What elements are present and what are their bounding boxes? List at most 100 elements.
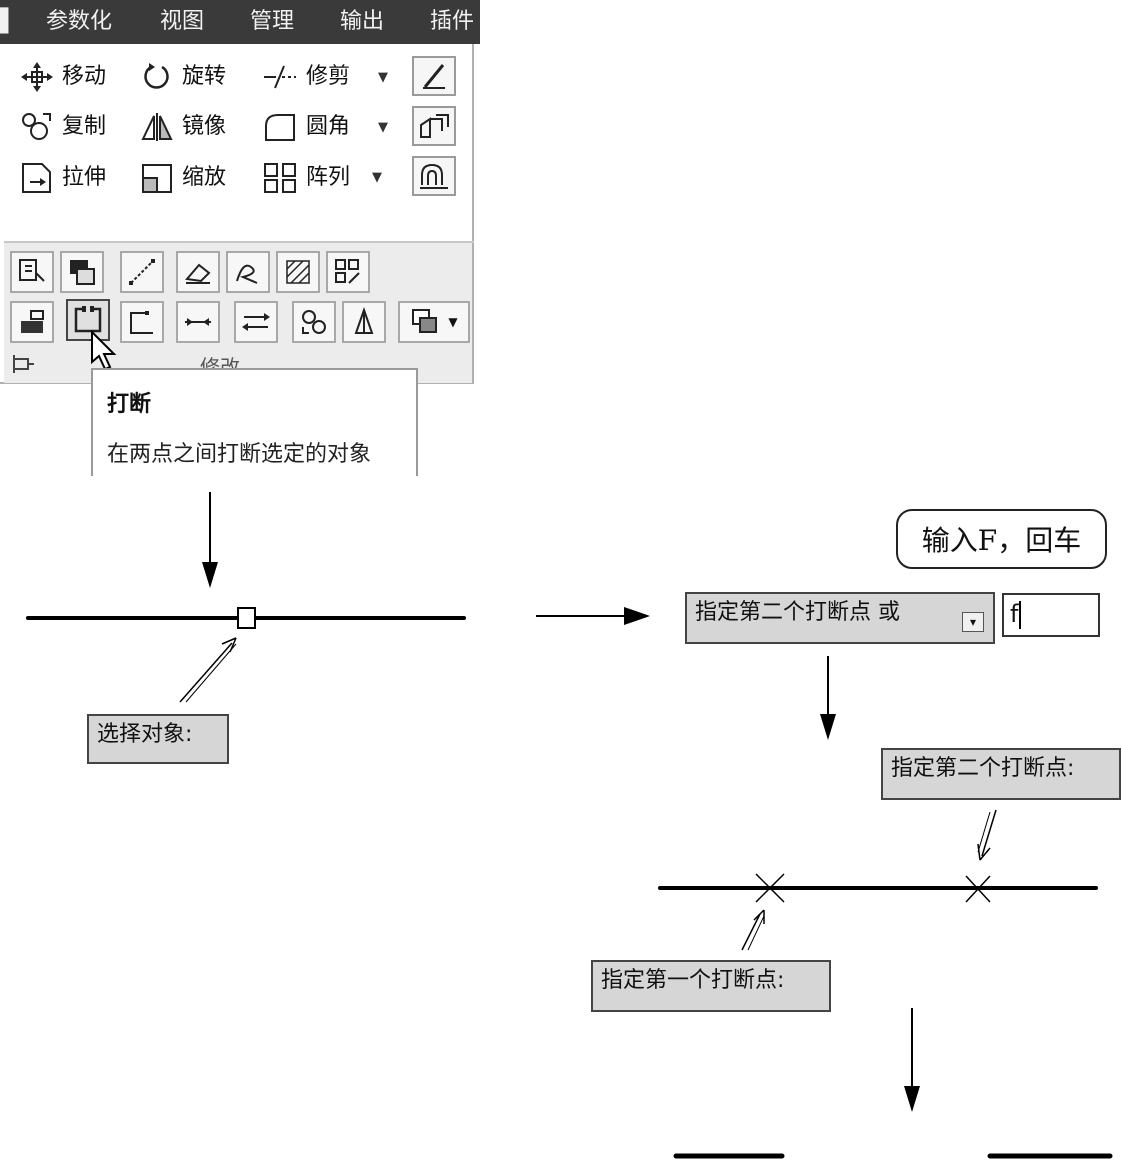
ribbon-tab-view[interactable]: 视图 — [160, 9, 205, 34]
array-dropdown-icon[interactable]: ▼ — [372, 170, 382, 185]
copy-to-layer-tool[interactable] — [60, 251, 104, 293]
copy-icon — [22, 113, 51, 140]
overlap-icon — [412, 309, 438, 333]
move-icon — [21, 62, 53, 92]
fillet-dropdown-icon[interactable]: ▼ — [378, 120, 388, 135]
arrow-right — [536, 607, 650, 625]
ribbon-tab-partial[interactable]: ▌ — [0, 9, 17, 34]
explode-button[interactable] — [412, 106, 456, 146]
offset-button[interactable] — [412, 156, 456, 196]
rotate-icon — [144, 63, 169, 89]
fillet-button[interactable]: 圆角 — [262, 112, 350, 142]
reverse-icon — [242, 313, 270, 331]
align-icon — [21, 310, 44, 333]
mirror-button[interactable]: 镜像 — [140, 112, 226, 142]
array-icon — [264, 163, 296, 193]
arrow-down-1 — [202, 492, 218, 588]
first-break-point-mark — [755, 873, 785, 903]
pick-box — [237, 607, 256, 629]
move-label: 移动 — [62, 64, 107, 89]
overlap-tool[interactable]: ▼ — [398, 301, 470, 343]
taper-icon — [354, 307, 374, 334]
taper-tool[interactable] — [342, 301, 386, 343]
arrow-to-first-point — [741, 909, 765, 951]
copy-button[interactable]: 复制 — [20, 112, 106, 142]
eraser-icon — [423, 64, 445, 89]
first-point-prompt: 指定第一个打断点: — [591, 960, 831, 1012]
modify-panel-expanded: ▼ 修改 — [4, 243, 472, 383]
stretch-icon — [22, 163, 51, 193]
ribbon-tab-bar: ▌ 参数化 视图 管理 输出 插件 — [0, 0, 480, 44]
scale-button[interactable]: 缩放 — [140, 162, 226, 194]
mirror-icon — [141, 113, 173, 141]
reverse-tool[interactable] — [234, 301, 278, 343]
edit-array-tool[interactable] — [326, 251, 370, 293]
trim-icon — [264, 65, 296, 89]
copy-label: 复制 — [62, 114, 107, 139]
break-tooltip: 打断 在两点之间打断选定的对象 — [91, 368, 418, 476]
align-tool[interactable] — [10, 301, 54, 343]
arrow-to-second-point — [977, 809, 997, 861]
array-label: 阵列 — [306, 165, 351, 190]
draw-order-tool[interactable] — [10, 251, 54, 293]
trim-dropdown-icon[interactable]: ▼ — [378, 70, 388, 85]
arrow-down-2 — [820, 656, 836, 740]
lengthen-tool[interactable] — [120, 251, 164, 293]
join-icon — [185, 318, 211, 326]
second-point-or-text: 指定第二个打断点 或 — [695, 600, 900, 625]
join-tool[interactable] — [176, 301, 220, 343]
mirror-label: 镜像 — [182, 114, 227, 139]
erase-button[interactable] — [412, 56, 456, 96]
lengthen-icon — [129, 259, 155, 285]
break-icon — [74, 306, 102, 333]
break-tool[interactable] — [66, 299, 110, 341]
move-button[interactable]: 移动 — [20, 62, 106, 92]
array-edit-icon — [335, 259, 360, 284]
trim-label: 修剪 — [306, 64, 351, 89]
hatch-edit-icon — [286, 260, 310, 284]
ribbon-tab-output[interactable]: 输出 — [340, 9, 385, 34]
polyline-edit-icon — [236, 264, 258, 284]
fillet-icon — [265, 114, 295, 141]
panel-divider — [4, 241, 474, 243]
fillet-label: 圆角 — [306, 114, 351, 139]
eraser-pen-icon — [185, 263, 211, 284]
overlap-dropdown-icon[interactable]: ▼ — [448, 315, 458, 329]
ribbon-tab-plugins[interactable]: 插件 — [430, 9, 475, 34]
second-break-point-mark — [965, 875, 991, 903]
copy-nested-tool[interactable] — [292, 301, 336, 343]
explode-icon — [420, 114, 449, 138]
stretch-label: 拉伸 — [62, 165, 107, 190]
tooltip-description: 在两点之间打断选定的对象 — [107, 442, 372, 467]
select-object-prompt: 选择对象: — [87, 714, 229, 764]
arrow-to-pickbox — [179, 637, 237, 703]
command-input-value: f — [1010, 600, 1019, 628]
nested-copy-icon — [302, 310, 326, 334]
command-input[interactable]: f — [1002, 593, 1100, 637]
edit-polyline-tool[interactable] — [226, 251, 270, 293]
edit-spline-tool[interactable] — [176, 251, 220, 293]
break-at-point-icon — [130, 311, 153, 334]
break-at-point-tool[interactable] — [120, 301, 164, 343]
ribbon-tab-parametric[interactable]: 参数化 — [46, 9, 113, 34]
prompt-expand-icon[interactable]: ▾ — [962, 612, 984, 632]
pin-icon[interactable] — [10, 353, 36, 375]
instruction-callout: 输入F，回车 — [896, 509, 1107, 569]
draw-order-icon — [19, 259, 45, 282]
layer-copy-icon — [70, 260, 95, 285]
array-button[interactable]: 阵列 — [262, 162, 350, 194]
ribbon-tab-manage[interactable]: 管理 — [250, 9, 295, 34]
offset-icon — [420, 163, 448, 189]
tooltip-title: 打断 — [107, 392, 152, 417]
rotate-label: 旋转 — [182, 64, 227, 89]
scale-label: 缩放 — [182, 165, 227, 190]
trim-button[interactable]: 修剪 — [262, 62, 350, 92]
scale-icon — [142, 164, 172, 193]
second-point-prompt: 指定第二个打断点: — [881, 748, 1121, 800]
second-point-or-prompt: 指定第二个打断点 或 — [685, 592, 995, 644]
edit-hatch-tool[interactable] — [276, 251, 320, 293]
text-caret — [1019, 601, 1022, 629]
rotate-button[interactable]: 旋转 — [140, 62, 226, 92]
stretch-button[interactable]: 拉伸 — [20, 162, 106, 194]
